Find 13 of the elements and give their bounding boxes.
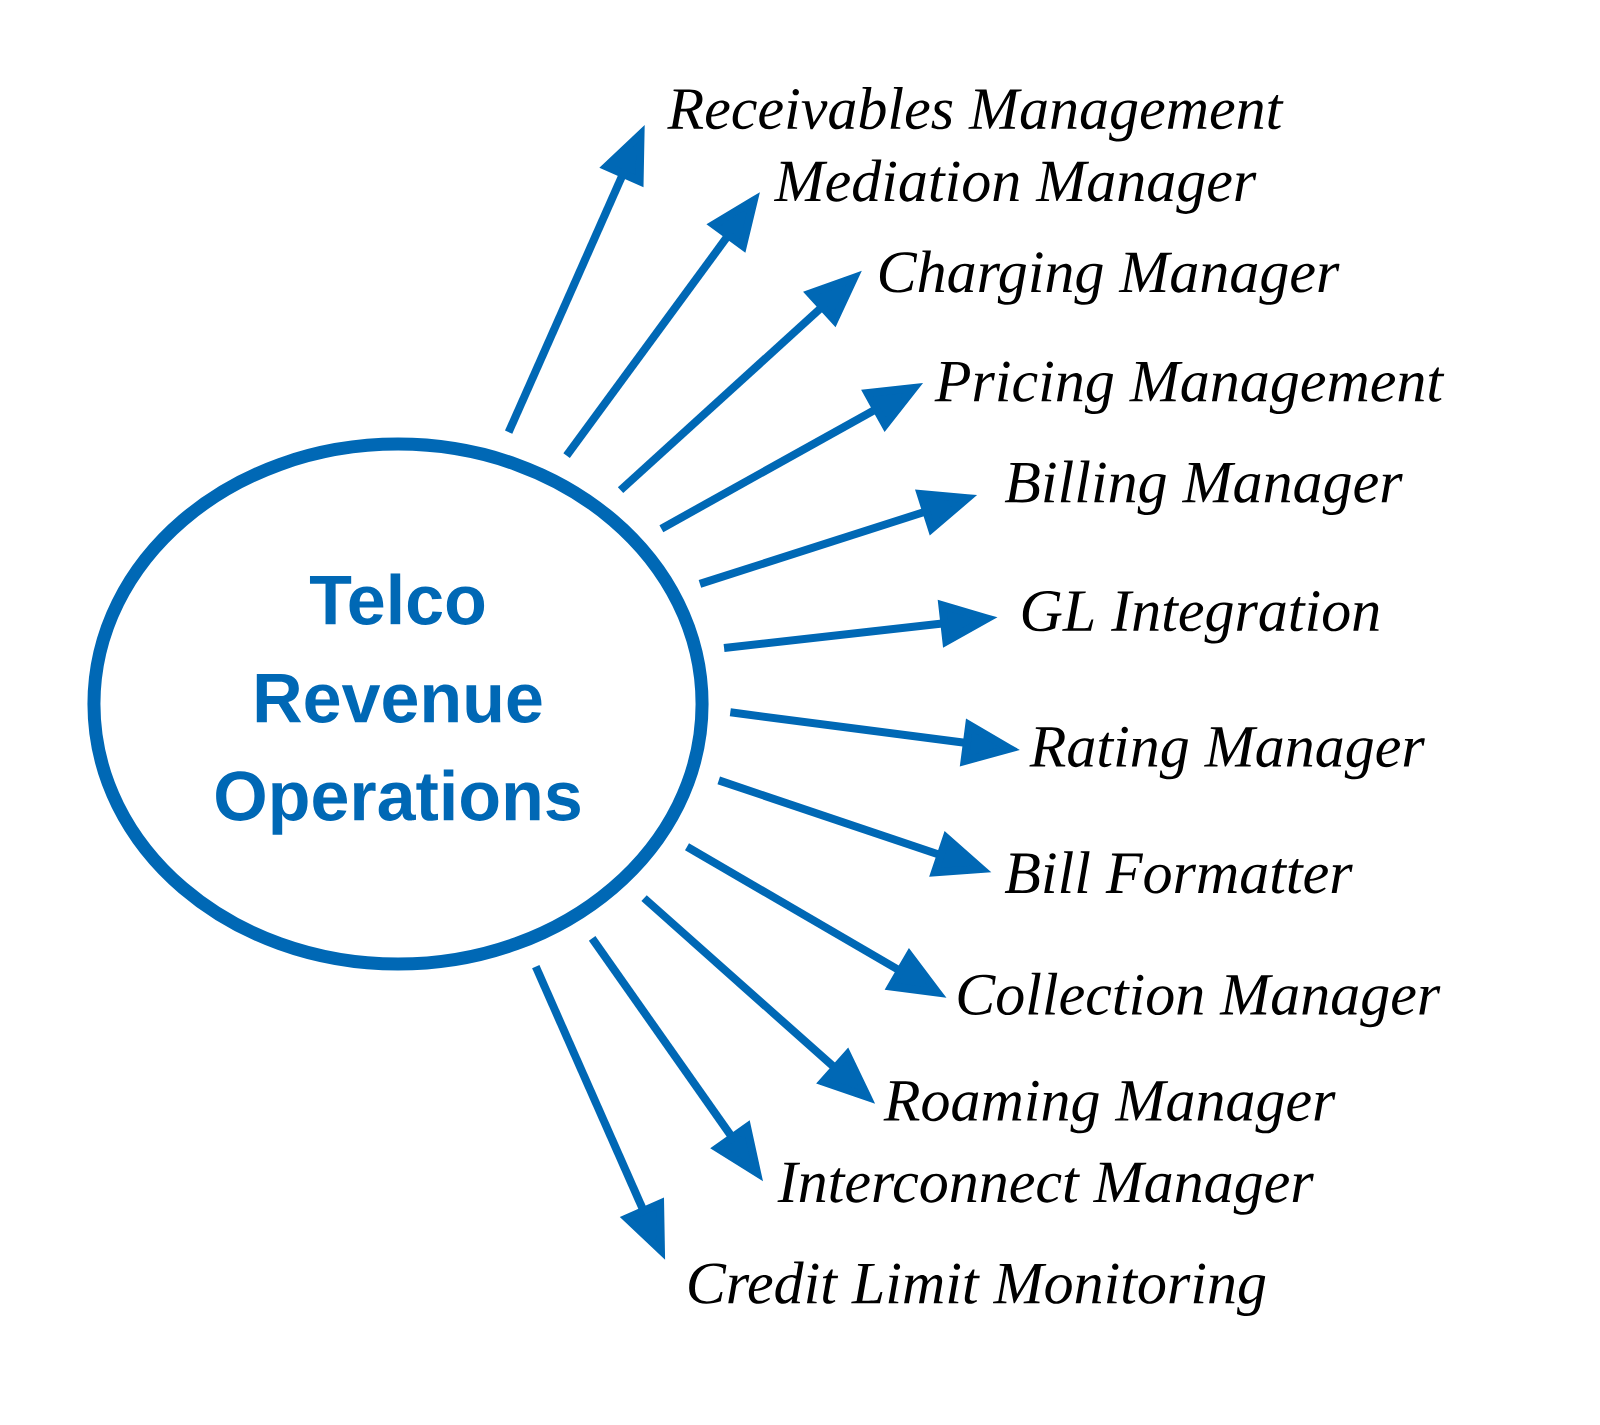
circle-node: Telco Revenue Operations bbox=[87, 437, 709, 971]
item-label: Interconnect Manager bbox=[777, 1162, 1314, 1215]
item-label: Roaming Manager bbox=[883, 1080, 1336, 1134]
item-label: GL Integration bbox=[1022, 591, 1379, 644]
item-label: Billing Manager bbox=[1004, 460, 1403, 515]
item-label: Rating Manager bbox=[1029, 726, 1425, 780]
item-label: Mediation Manager bbox=[773, 159, 1257, 214]
item-label: Pricing Management bbox=[934, 361, 1445, 415]
item-label: Credit Limit Monitoring bbox=[689, 1261, 1266, 1316]
item-label: Receivables Management bbox=[667, 87, 1284, 142]
item-label: Collection Manager bbox=[958, 972, 1441, 1028]
item-label: Bill Formatter bbox=[1004, 851, 1353, 894]
item-label: Charging Manager bbox=[879, 250, 1340, 305]
